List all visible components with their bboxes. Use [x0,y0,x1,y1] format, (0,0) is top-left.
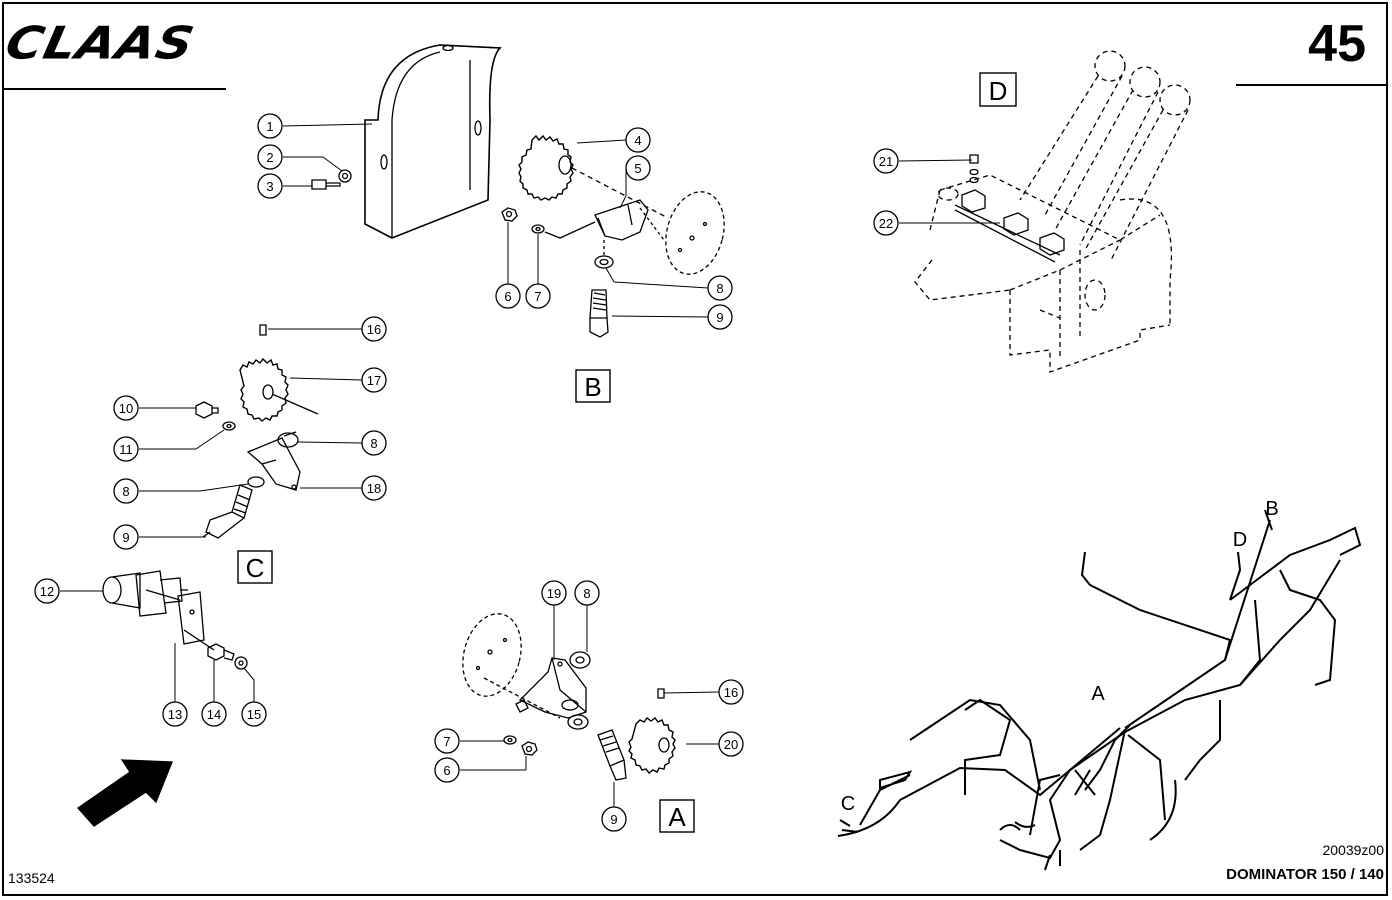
callout-8-c-left: 8 [113,478,139,504]
svg-text:3: 3 [266,179,273,194]
svg-text:12: 12 [40,584,54,599]
harness-label-d: D [1233,529,1247,551]
harness-label-a: A [1091,683,1105,705]
callout-8-a: 8 [574,580,600,606]
svg-text:1: 1 [266,119,273,134]
callout-18: 18 [361,475,387,501]
svg-text:8: 8 [716,281,723,296]
svg-text:D: D [989,76,1008,106]
header-rule-left [2,88,226,90]
svg-text:A: A [668,802,686,832]
view-d-drawing [914,50,1191,373]
leader-lines [60,123,1000,807]
svg-text:14: 14 [207,707,221,722]
svg-text:10: 10 [119,401,133,416]
callout-7-b: 7 [525,283,551,309]
callout-22: 22 [873,210,899,236]
callout-19: 19 [541,580,567,606]
harness-label-b: B [1265,498,1278,520]
drawing-reference: 133524 [8,870,55,886]
view-c-drawing [102,324,319,670]
view-label-b: B [575,369,611,403]
svg-text:8: 8 [370,436,377,451]
sensor-12 [102,570,188,617]
callout-1: 1 [257,113,283,139]
callout-14: 14 [201,701,227,727]
harness-labels: B D A C [841,498,1279,815]
callout-5: 5 [625,155,651,181]
callout-16-a: 16 [718,679,744,705]
direction-arrow [77,759,173,827]
callout-11: 11 [113,436,139,462]
svg-text:18: 18 [367,481,381,496]
harness-label-c: C [841,793,855,815]
svg-text:6: 6 [504,289,511,304]
svg-text:20: 20 [724,737,738,752]
callout-15: 15 [241,701,267,727]
view-label-c: C [237,550,273,584]
svg-text:9: 9 [610,812,617,827]
view-labels: B C A D [237,72,1017,833]
callout-9-b: 9 [707,304,733,330]
svg-text:7: 7 [534,289,541,304]
svg-text:16: 16 [724,685,738,700]
callout-6-a: 6 [434,757,460,783]
svg-text:7: 7 [443,734,450,749]
callout-10: 10 [113,395,139,421]
machine-model: DOMINATOR 150 / 140 [1226,866,1384,883]
drawing-code: 20039z00 [1322,842,1384,858]
view-label-d: D [979,72,1017,107]
svg-text:15: 15 [247,707,261,722]
callout-3: 3 [257,173,283,199]
svg-text:17: 17 [367,373,381,388]
callout-13: 13 [162,701,188,727]
svg-text:C: C [246,553,265,583]
svg-text:8: 8 [583,586,590,601]
svg-text:19: 19 [547,586,561,601]
callout-7-a: 7 [434,728,460,754]
callout-12: 12 [34,578,60,604]
wiring-harness-drawing [837,509,1362,871]
callout-8-c-right: 8 [361,430,387,456]
page-number: 45 [1308,15,1366,73]
view-label-a: A [659,799,695,833]
svg-text:11: 11 [119,442,133,457]
view-a-drawing [462,613,676,781]
svg-text:22: 22 [879,216,893,231]
callout-4: 4 [625,127,651,153]
callout-16-c: 16 [361,316,387,342]
view-b-drawing [501,134,725,338]
svg-text:9: 9 [122,530,129,545]
callout-9-c: 9 [113,524,139,550]
svg-text:2: 2 [266,150,273,165]
svg-text:9: 9 [716,310,723,325]
callout-6-b: 6 [495,283,521,309]
svg-text:4: 4 [634,133,641,148]
callout-2: 2 [257,144,283,170]
callout-8-b: 8 [707,275,733,301]
svg-text:5: 5 [634,161,641,176]
cover-plate-drawing [311,44,502,239]
callout-20: 20 [718,731,744,757]
callouts: 1 2 3 4 5 6 7 8 9 16 17 10 11 8 8 18 9 1… [34,113,899,832]
header-rule-right [1236,84,1386,86]
svg-text:21: 21 [879,154,893,169]
callout-17: 17 [361,367,387,393]
svg-text:13: 13 [168,707,182,722]
svg-text:6: 6 [443,763,450,778]
gear-4 [518,134,574,201]
callout-21: 21 [873,148,899,174]
view-d-parts [954,154,1065,263]
svg-text:8: 8 [122,484,129,499]
svg-text:B: B [584,372,601,402]
callout-9-a: 9 [601,806,627,832]
svg-text:16: 16 [367,322,381,337]
